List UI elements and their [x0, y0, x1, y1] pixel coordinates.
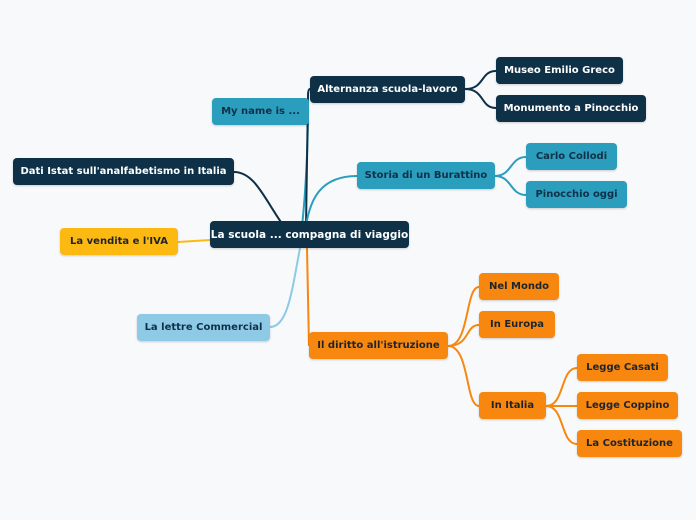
node-dati-istat[interactable]: Dati Istat sull'analfabetismo in Italia: [13, 158, 234, 185]
link-italia-costituzione: [545, 405, 578, 445]
link-alternanza-monumento: [464, 88, 497, 109]
link-root-diritto: [306, 247, 310, 347]
node-alternanza[interactable]: Alternanza scuola-lavoro: [310, 76, 465, 103]
link-diritto-italia: [447, 345, 480, 407]
link-root-istat: [233, 171, 284, 226]
link-root-vendita: [177, 239, 211, 243]
link-storia-collodi: [494, 156, 527, 177]
link-diritto-europa: [447, 324, 480, 347]
node-legge-casati[interactable]: Legge Casati: [577, 354, 668, 381]
link-alternanza-museo: [464, 70, 497, 90]
node-legge-coppino[interactable]: Legge Coppino: [577, 392, 678, 419]
node-nel-mondo[interactable]: Nel Mondo: [479, 273, 559, 300]
link-diritto-mondo: [447, 286, 480, 347]
node-in-europa[interactable]: In Europa: [479, 311, 555, 338]
node-monumento-pinocchio[interactable]: Monumento a Pinocchio: [496, 95, 646, 122]
node-pinocchio-oggi[interactable]: Pinocchio oggi: [526, 181, 627, 208]
node-diritto-istruzione[interactable]: Il diritto all'istruzione: [309, 332, 448, 359]
link-italia-casati: [545, 367, 578, 407]
node-lettre-commercial[interactable]: La lettre Commercial: [137, 314, 270, 341]
link-root-storia: [305, 175, 358, 227]
node-storia-burattino[interactable]: Storia di un Burattino: [357, 162, 495, 189]
node-in-italia[interactable]: In Italia: [479, 392, 546, 419]
root-node[interactable]: La scuola ... compagna di viaggio: [210, 221, 409, 248]
node-vendita-iva[interactable]: La vendita e l'IVA: [60, 228, 178, 255]
node-museo-emilio-greco[interactable]: Museo Emilio Greco: [496, 57, 623, 84]
link-root-lettre: [269, 247, 301, 328]
link-storia-pinocchio: [494, 175, 527, 196]
link-root-alternanza: [305, 88, 311, 227]
node-carlo-collodi[interactable]: Carlo Collodi: [526, 143, 617, 170]
node-la-costituzione[interactable]: La Costituzione: [577, 430, 682, 457]
node-my-name[interactable]: My name is ...: [212, 98, 309, 125]
